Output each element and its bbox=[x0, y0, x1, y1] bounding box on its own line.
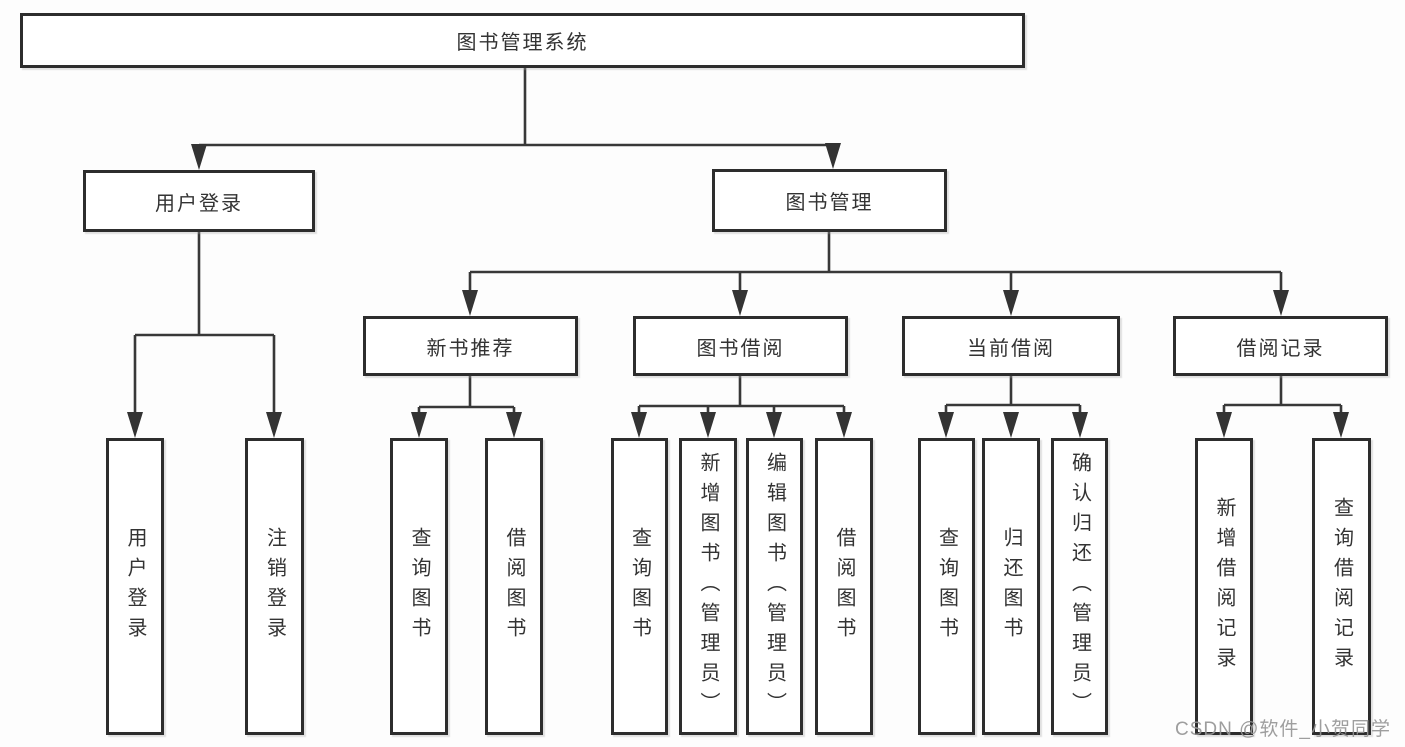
node-book-borrowing: 图书借阅 bbox=[633, 316, 848, 376]
node-label: 用户登录 bbox=[124, 526, 146, 647]
node-root-library-system: 图书管理系统 bbox=[20, 13, 1025, 68]
leaf-query-books-recommend: 查询图书 bbox=[390, 438, 448, 735]
node-label: 借阅记录 bbox=[1236, 337, 1325, 360]
leaf-logout: 注销登录 bbox=[245, 438, 304, 735]
node-label: 查询图书 bbox=[935, 526, 958, 647]
leaf-query-borrow-record: 查询借阅记录 bbox=[1312, 438, 1371, 735]
leaf-add-borrow-record: 新增借阅记录 bbox=[1195, 438, 1253, 735]
leaf-query-books-current: 查询图书 bbox=[918, 438, 975, 735]
leaf-confirm-return-admin: 确认归还（管理员） bbox=[1051, 438, 1108, 735]
node-label: 查询图书 bbox=[628, 526, 651, 647]
node-label: 查询图书 bbox=[408, 526, 430, 647]
leaf-query-books-borrow: 查询图书 bbox=[611, 438, 668, 735]
node-label: 新增图书（管理员） bbox=[697, 451, 719, 722]
node-label: 归还图书 bbox=[1000, 526, 1022, 647]
leaf-add-book-admin: 新增图书（管理员） bbox=[679, 438, 737, 735]
leaf-borrow-books-recommend: 借阅图书 bbox=[485, 438, 543, 735]
node-label: 注销登录 bbox=[263, 526, 286, 647]
node-book-management: 图书管理 bbox=[712, 169, 947, 232]
node-label: 编辑图书（管理员） bbox=[763, 451, 786, 722]
node-label: 确认归还（管理员） bbox=[1068, 451, 1091, 722]
csdn-watermark: CSDN @软件_小贺同学 bbox=[1175, 719, 1391, 740]
node-label: 借阅图书 bbox=[833, 526, 855, 647]
node-user-login: 用户登录 bbox=[83, 170, 315, 232]
node-label: 图书借阅 bbox=[696, 337, 785, 360]
node-label: 借阅图书 bbox=[503, 526, 525, 647]
node-label: 图书管理系统 bbox=[456, 32, 589, 54]
node-current-borrowing: 当前借阅 bbox=[902, 316, 1120, 376]
node-label: 查询借阅记录 bbox=[1330, 496, 1353, 677]
leaf-user-login: 用户登录 bbox=[106, 438, 164, 735]
leaf-edit-book-admin: 编辑图书（管理员） bbox=[746, 438, 803, 735]
node-label: 图书管理 bbox=[785, 192, 874, 214]
leaf-return-book: 归还图书 bbox=[982, 438, 1040, 735]
leaf-borrow-book: 借阅图书 bbox=[815, 438, 873, 735]
node-label: 当前借阅 bbox=[967, 337, 1055, 360]
node-label: 用户登录 bbox=[155, 192, 243, 215]
node-new-book-recommend: 新书推荐 bbox=[363, 316, 578, 376]
node-label: 新书推荐 bbox=[426, 337, 515, 360]
node-borrowing-records: 借阅记录 bbox=[1173, 316, 1388, 376]
node-label: 新增借阅记录 bbox=[1213, 496, 1235, 677]
